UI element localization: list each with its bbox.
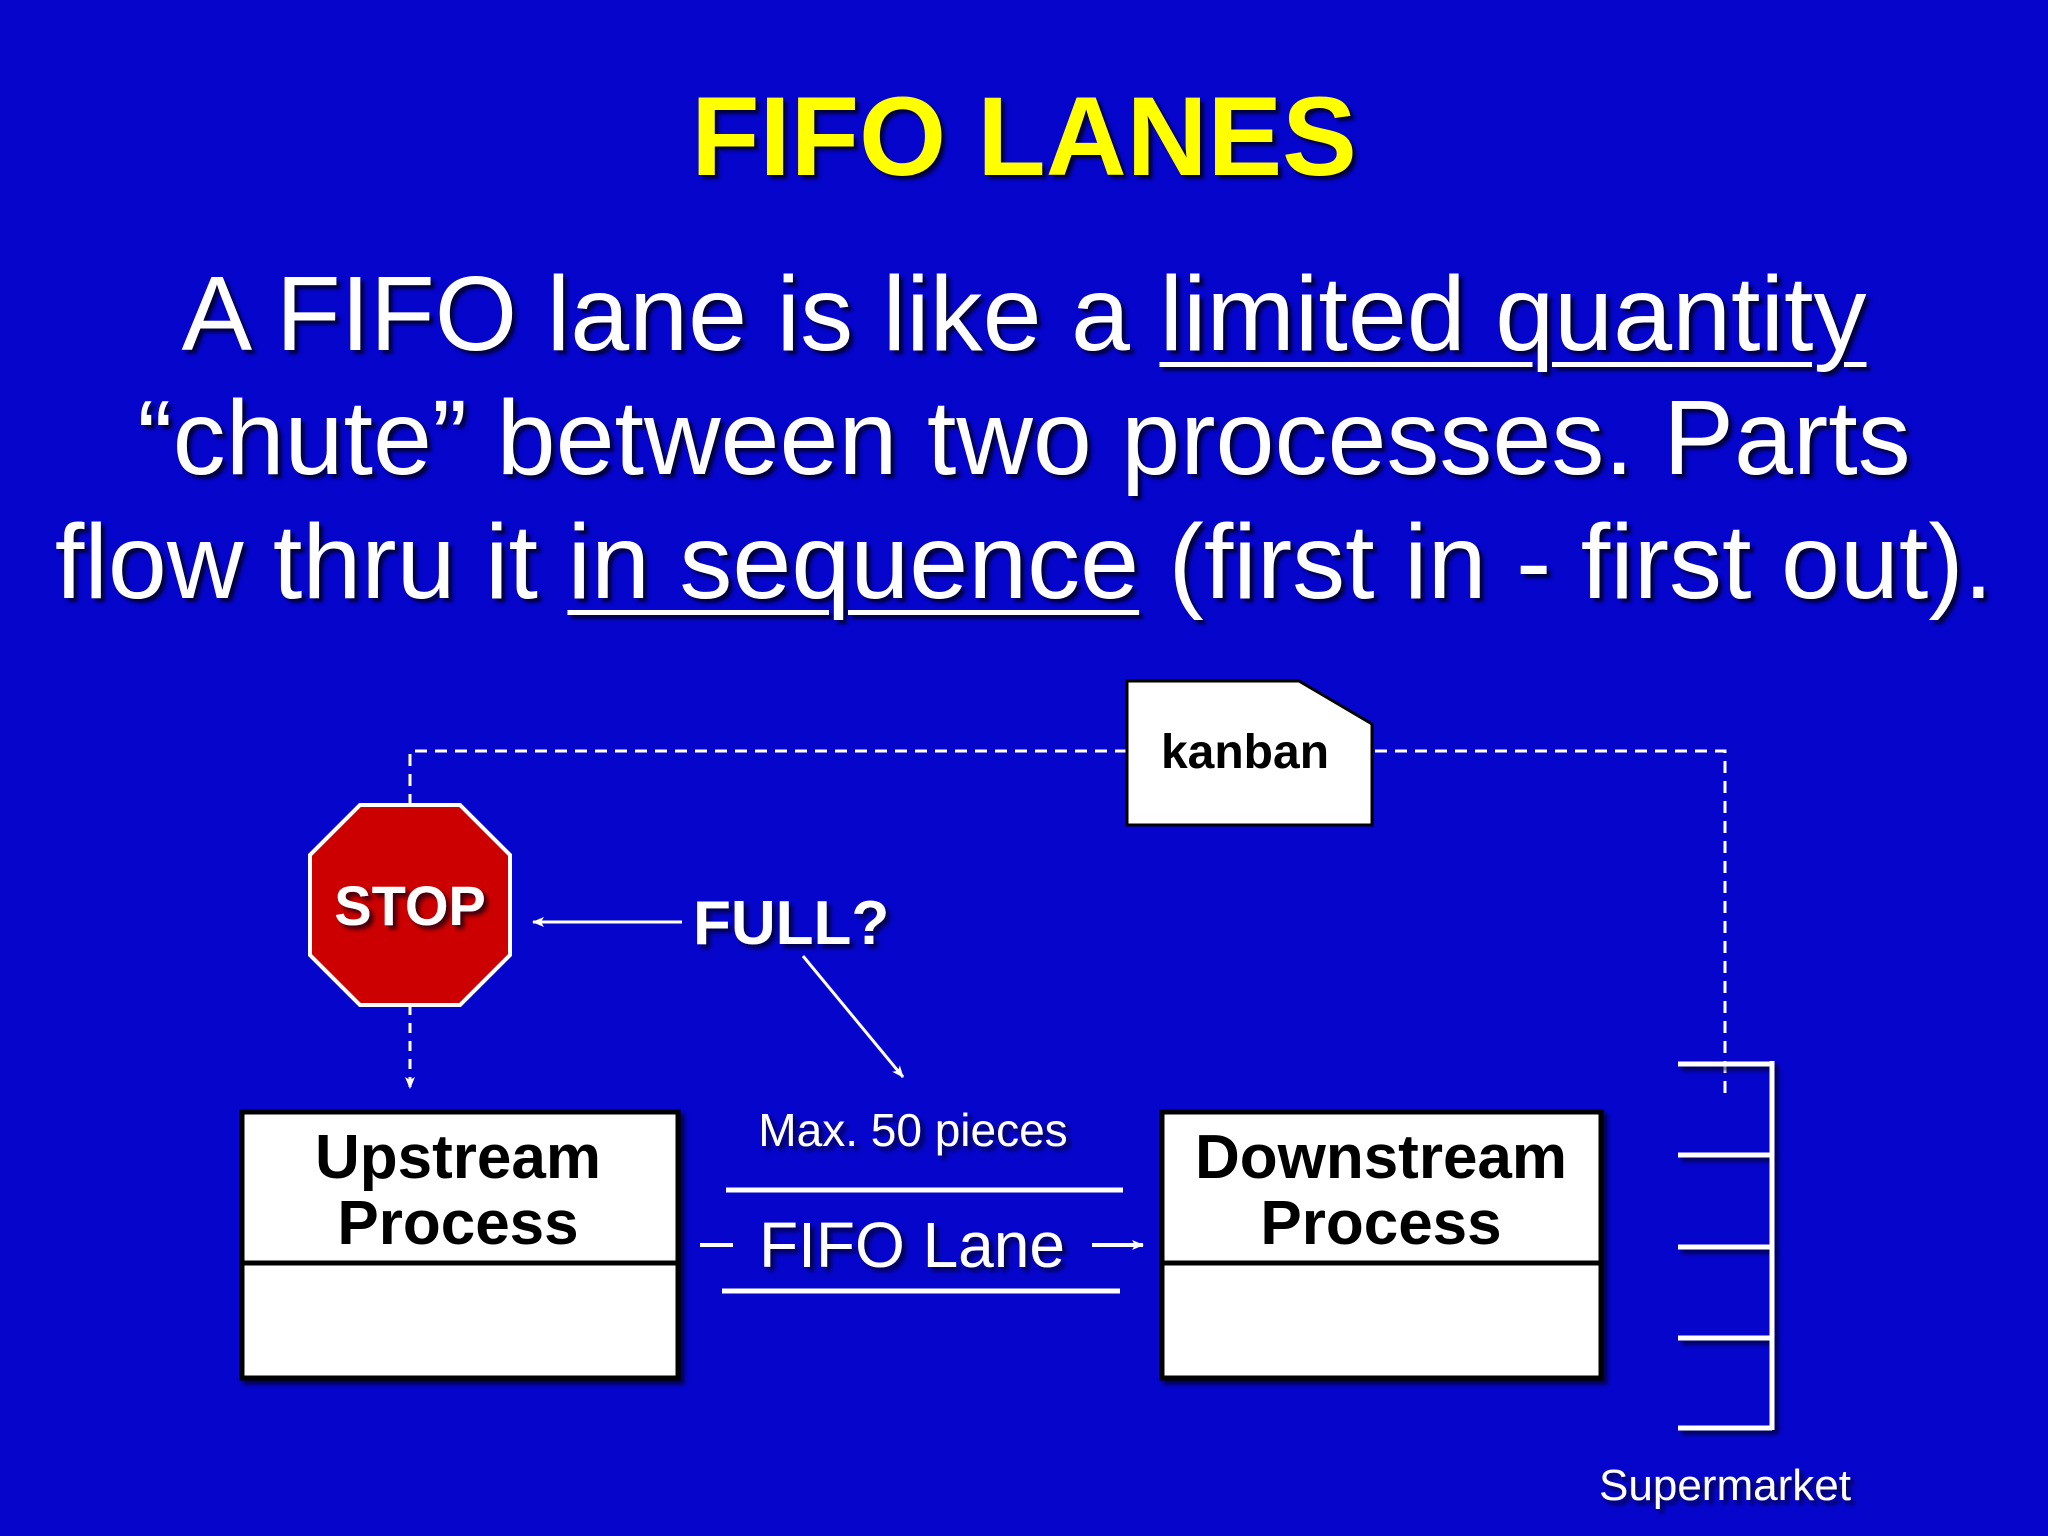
body-line1-text: A FIFO lane is like a bbox=[181, 255, 1160, 373]
slide-title: FIFO LANES bbox=[691, 74, 1357, 199]
max-pieces-label: Max. 50 pieces bbox=[758, 1104, 1067, 1156]
body-line3-underlined: in sequence bbox=[567, 503, 1140, 621]
downstream-process-line1: Downstream bbox=[1195, 1123, 1567, 1192]
supermarket-label: Supermarket bbox=[1599, 1461, 1851, 1510]
fifo-lane-label: FIFO Lane bbox=[759, 1209, 1065, 1281]
body-line3-text: flow thru it bbox=[54, 503, 568, 621]
kanban-loop-line bbox=[408, 749, 1727, 1095]
body-line1-underlined: limited quantity bbox=[1159, 255, 1867, 373]
body-line1: A FIFO lane is like a limited quantity bbox=[182, 255, 1867, 373]
body-line2: “chute” between two processes. Parts bbox=[137, 379, 1911, 497]
downstream-process-box bbox=[1159, 1109, 1604, 1381]
stop-label: STOP bbox=[334, 874, 485, 937]
supermarket-icon bbox=[1678, 1061, 1775, 1431]
downstream-process-line2: Process bbox=[1260, 1189, 1501, 1258]
full-question-label: FULL? bbox=[693, 889, 889, 958]
kanban-card: kanban bbox=[1125, 679, 1374, 827]
kanban-label: kanban bbox=[1161, 726, 1329, 779]
upstream-process-box bbox=[239, 1109, 681, 1381]
upstream-process-line2: Process bbox=[337, 1189, 578, 1258]
stop-sign-icon: STOP bbox=[308, 803, 512, 1007]
slide-body-text: A FIFO lane is like a limited quantity “… bbox=[40, 252, 2008, 624]
body-line3-text-end: (first in - first out). bbox=[1139, 503, 1994, 621]
body-line3: flow thru it in sequence (first in - fir… bbox=[55, 503, 1993, 621]
upstream-process-line1: Upstream bbox=[315, 1123, 601, 1192]
full-to-lane-arrow bbox=[801, 955, 905, 1078]
